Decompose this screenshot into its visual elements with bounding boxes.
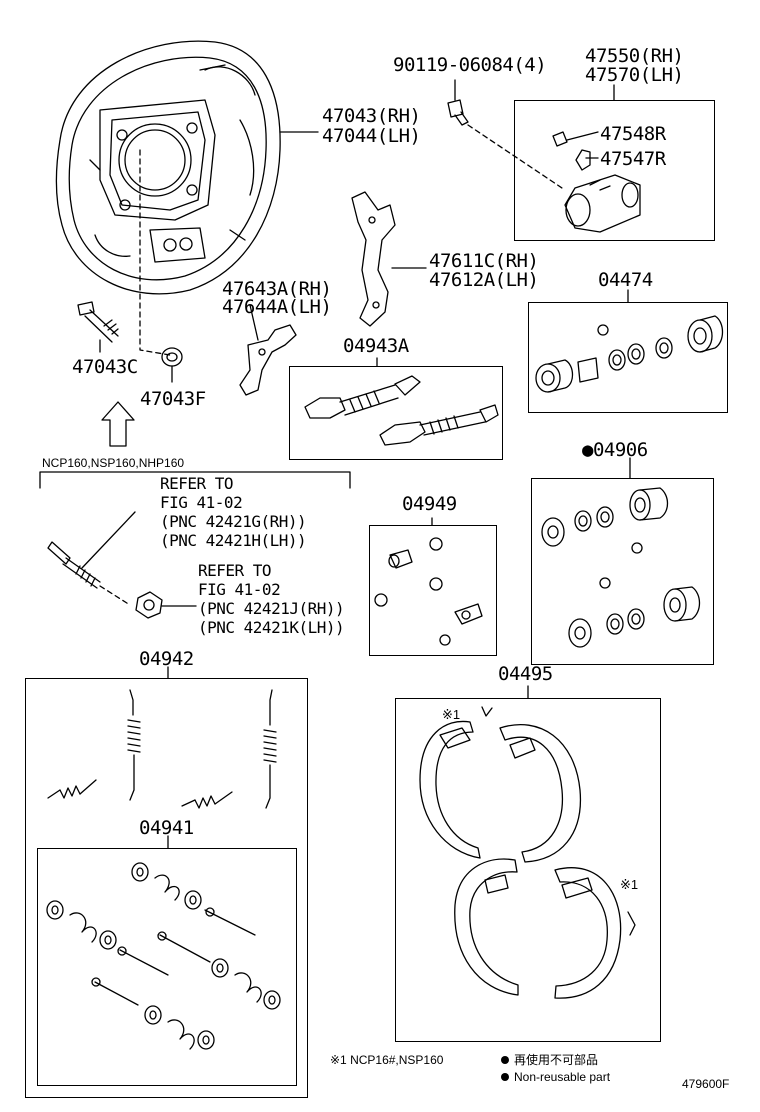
label-47643a: 47643A(RH) xyxy=(222,278,332,300)
refer1-line-1: REFER TO xyxy=(160,474,234,493)
bolt-47043c xyxy=(77,301,119,353)
cylinder-kit-04474 xyxy=(535,289,724,393)
label-04906: ●04906 xyxy=(582,439,648,461)
box-04943a xyxy=(289,366,503,460)
label-47547r: 47547R xyxy=(600,148,666,170)
box-04474 xyxy=(528,302,728,413)
box-04906 xyxy=(531,478,714,665)
refer-block-1: REFER TO FIG 41-02 (PNC 42421G(RH)) (PNC… xyxy=(160,474,307,550)
label-04942: 04942 xyxy=(139,648,194,670)
refer1-line-4: (PNC 42421H(LH)) xyxy=(160,531,307,550)
parking-brake-lever xyxy=(351,191,427,327)
box-04941 xyxy=(37,848,297,1086)
label-47612a: 47612A(LH) xyxy=(429,269,539,291)
nut-47043f xyxy=(161,347,183,383)
model-note: NCP160,NSP160,NHP160 xyxy=(42,456,185,470)
label-47644a: 47644A(LH) xyxy=(222,296,332,318)
label-47611c: 47611C(RH) xyxy=(429,250,539,272)
label-47043c: 47043C xyxy=(72,356,138,378)
label-04949: 04949 xyxy=(402,493,457,515)
wheel-cylinder-box xyxy=(514,100,715,241)
bullet-dot-icon xyxy=(501,1056,509,1081)
label-90119: 90119-06084(4) xyxy=(393,54,547,76)
label-47043-rh: 47043(RH) xyxy=(322,105,421,127)
box-04942 xyxy=(25,678,308,1098)
wheel-nut xyxy=(135,591,197,619)
label-04474: 04474 xyxy=(598,269,653,291)
label-04941: 04941 xyxy=(139,817,194,839)
label-47043f: 47043F xyxy=(140,388,206,410)
refer-block-2: REFER TO FIG 41-02 (PNC 42421J(RH)) (PNC… xyxy=(198,561,345,637)
label-47044-lh: 47044(LH) xyxy=(322,125,421,147)
footer-model-note: ※1 NCP16#,NSP160 xyxy=(330,1053,444,1067)
figure-code: 479600F xyxy=(682,1077,730,1091)
label-47548r: 47548R xyxy=(600,123,666,145)
label-04943a: 04943A xyxy=(343,335,409,357)
cylinder-kit-04906 xyxy=(541,457,701,648)
box-04495 xyxy=(395,698,661,1042)
label-47570: 47570(LH) xyxy=(585,64,684,86)
box-04949 xyxy=(369,525,497,656)
brake-shoe-set-04495 xyxy=(419,685,636,999)
refer1-line-3: (PNC 42421G(RH)) xyxy=(160,512,307,531)
up-arrow-icon xyxy=(101,401,135,447)
wheel-stud xyxy=(47,511,136,606)
refer2-line-4: (PNC 42421K(LH)) xyxy=(198,618,345,637)
model-bracket xyxy=(39,471,351,489)
refer2-line-3: (PNC 42421J(RH)) xyxy=(198,599,345,618)
note-mark-1: ※1 xyxy=(442,707,461,722)
adjuster-assembly xyxy=(304,357,499,446)
cylinder-kit-04949 xyxy=(374,517,483,646)
refer1-line-2[interactable]: FIG 41-02 xyxy=(160,493,243,512)
adjusting-lever xyxy=(239,304,297,396)
bleeder-bolt xyxy=(447,79,566,191)
refer2-line-2[interactable]: FIG 41-02 xyxy=(198,580,281,599)
footer-nonreusable-en: Non-reusable part xyxy=(514,1070,611,1084)
footer-nonreusable-jp: 再使用不可部品 xyxy=(514,1053,599,1067)
backing-plate xyxy=(55,40,319,295)
label-04495: 04495 xyxy=(498,663,553,685)
refer2-line-1: REFER TO xyxy=(198,561,272,580)
wheel-cylinder xyxy=(552,84,641,233)
spring-set-04942 xyxy=(47,666,277,809)
note-mark-2: ※1 xyxy=(620,877,639,892)
hold-down-kit-04941 xyxy=(46,835,281,1050)
label-47550: 47550(RH) xyxy=(585,45,684,67)
